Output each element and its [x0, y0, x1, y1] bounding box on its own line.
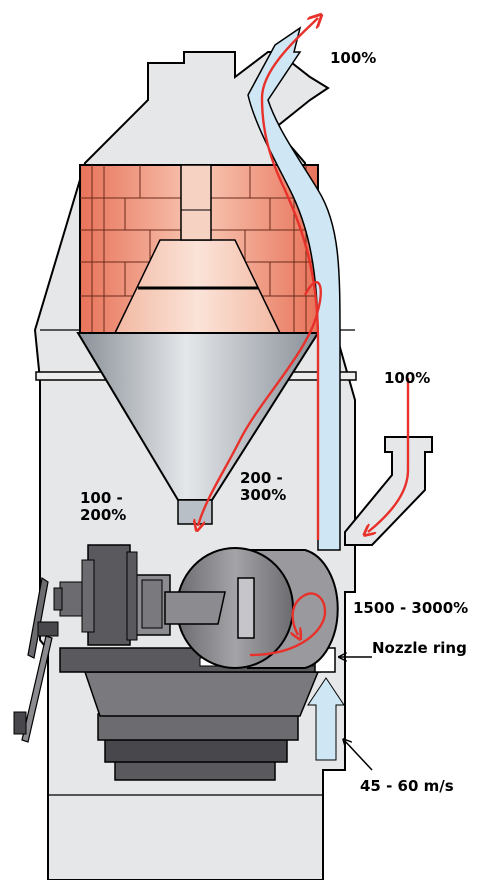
grinding-machinery	[13, 544, 339, 781]
leader-lines	[340, 657, 373, 771]
flow-arrows	[198, 18, 410, 657]
side-inlet-duct	[344, 436, 433, 546]
internal-recirculation-label: 200 - 300%	[240, 469, 287, 504]
gas-velocity-label: 45 - 60 m/s	[360, 777, 454, 795]
nozzle-gas-arrow	[307, 677, 345, 761]
side-flow-label: 100%	[384, 369, 431, 387]
return-flow-label: 100 - 200%	[80, 489, 127, 524]
nozzle-ring-label: Nozzle ring	[372, 639, 467, 657]
grinding-zone-label: 1500 - 3000%	[353, 599, 469, 617]
classifier-cage	[79, 164, 319, 334]
top-flow-label: 100%	[330, 49, 377, 67]
